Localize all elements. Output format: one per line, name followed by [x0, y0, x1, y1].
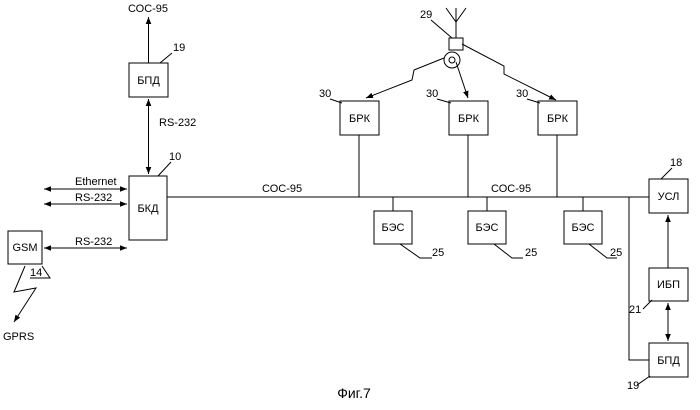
soc95-top-label: СОС-95 [128, 3, 168, 15]
ref-19-bottom: 19 [627, 380, 639, 392]
ref-19-top: 19 [173, 42, 185, 54]
bes-3-label: БЭС [572, 222, 595, 234]
ref-25-1: 25 [432, 247, 444, 259]
brk-1-label: БРК [349, 113, 371, 125]
ref-29: 29 [420, 9, 432, 21]
ref-25-2: 25 [525, 247, 537, 259]
ethernet-label: Ethernet [75, 176, 117, 188]
brk-3-label: БРК [547, 113, 569, 125]
ref-21: 21 [629, 304, 641, 316]
ibp-label: ИБП [657, 279, 680, 291]
ref-30-3: 30 [516, 88, 528, 100]
brk-2-label: БРК [458, 113, 480, 125]
rs232-link-1-label: RS-232 [75, 192, 112, 204]
ref-30-1: 30 [319, 88, 331, 100]
ref-14: 14 [30, 267, 42, 279]
gprs-label: GPRS [3, 331, 34, 343]
bus-to-bpd-bottom [629, 197, 649, 360]
bes-1-label: БЭС [382, 222, 405, 234]
rs232-vertical-label: RS-232 [159, 117, 196, 129]
figure-caption: Фиг.7 [337, 385, 371, 401]
soc95-bus-right-label: СОС-95 [491, 183, 531, 195]
bes-2-label: БЭС [476, 222, 499, 234]
ref-25-3: 25 [610, 247, 622, 259]
rs232-gsm-label: RS-232 [75, 236, 112, 248]
bkd-label: БКД [137, 203, 159, 215]
ref-30-2: 30 [426, 88, 438, 100]
radio-link-brk-3 [462, 44, 556, 100]
radio-link-brk-2 [456, 62, 468, 98]
gsm-label: GSM [12, 242, 37, 254]
antenna-icon [446, 8, 466, 38]
ref-10: 10 [169, 151, 181, 163]
usl-label: УСЛ [658, 191, 680, 203]
leader-10 [158, 162, 171, 176]
leader-19-top [160, 53, 172, 63]
leader-29 [431, 20, 452, 38]
soc95-bus-left-label: СОС-95 [262, 183, 302, 195]
leader-25-1 [400, 244, 432, 258]
ref-18: 18 [670, 157, 682, 169]
leader-21 [643, 300, 652, 309]
bpd-bottom-label: БПД [657, 355, 680, 367]
leader-25-2 [494, 244, 523, 258]
bpd-top-label: БПД [137, 75, 160, 87]
camera-icon [444, 38, 463, 68]
leader-18 [661, 168, 672, 179]
